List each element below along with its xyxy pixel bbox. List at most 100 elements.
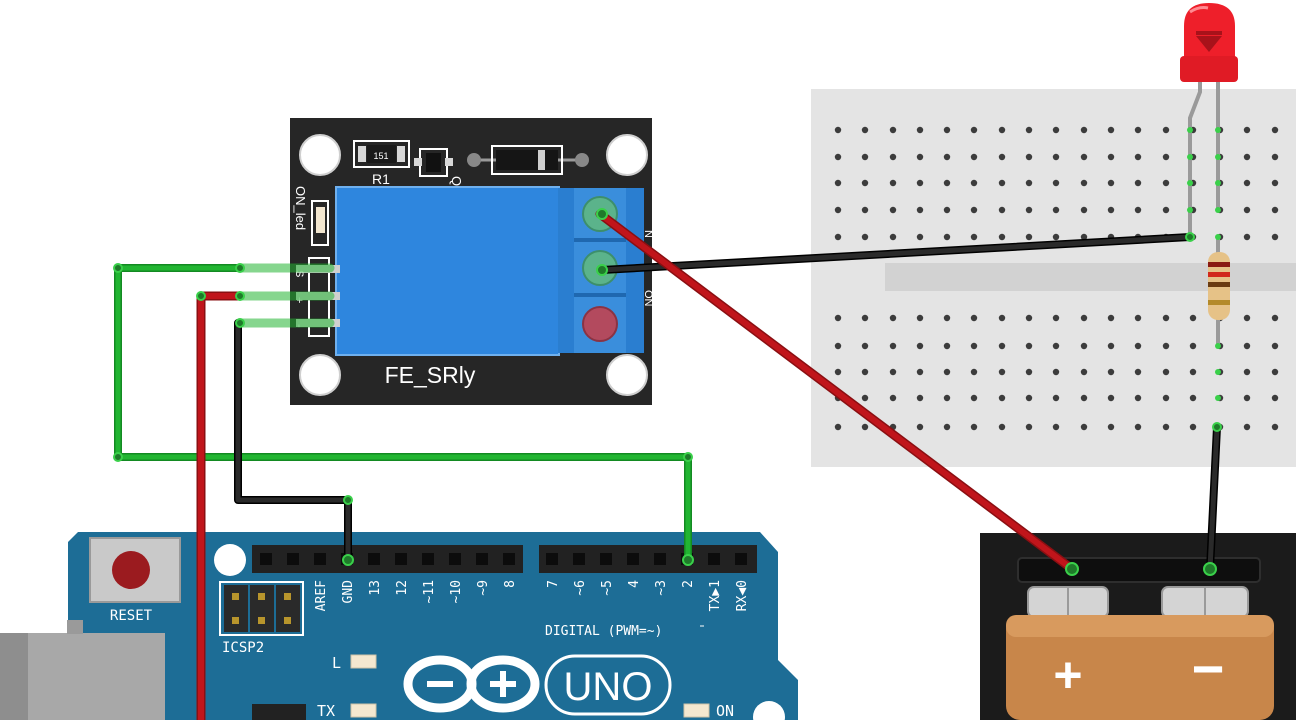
breadboard-hole: [943, 153, 951, 161]
header-socket[interactable]: [314, 553, 326, 565]
breadboard-hole: [1025, 314, 1033, 322]
breadboard-hole: [1189, 342, 1197, 350]
breadboard-hole: [1080, 233, 1088, 241]
breadboard-hole: [1052, 126, 1060, 134]
resistor-code: 151: [373, 151, 388, 161]
header-socket[interactable]: [476, 553, 488, 565]
breadboard-hole: [834, 314, 842, 322]
red-led: [1180, 3, 1238, 237]
breadboard-hole: [1107, 126, 1115, 134]
header-socket[interactable]: [546, 553, 558, 565]
header-pin-label: ~9: [476, 580, 491, 596]
battery-minus-sign: −: [1192, 637, 1225, 700]
breadboard-hole: [1080, 423, 1088, 431]
breadboard-hole: [970, 126, 978, 134]
breadboard-hole: [970, 314, 978, 322]
breadboard-hole: [998, 233, 1006, 241]
header-socket[interactable]: [395, 553, 407, 565]
breadboard-hole: [1162, 179, 1170, 187]
header-pin-label: AREF: [314, 580, 329, 611]
breadboard-hole: [998, 126, 1006, 134]
mount-hole: [214, 544, 246, 576]
led-tx: [350, 703, 377, 718]
relay-diode: [467, 145, 589, 175]
mount-hole: [753, 701, 785, 720]
breadboard-hole: [943, 314, 951, 322]
breadboard-hole: [1271, 206, 1279, 214]
battery-negative-wire: [1206, 423, 1221, 573]
breadboard-hole: [916, 368, 924, 376]
breadboard-hole: [970, 368, 978, 376]
reset-label: RESET: [110, 608, 153, 624]
header-socket[interactable]: [654, 553, 666, 565]
breadboard-hole: [1189, 423, 1197, 431]
led-l-label: L: [332, 654, 341, 672]
breadboard-hole: [943, 206, 951, 214]
breadboard-hole: [1052, 368, 1060, 376]
breadboard-hole: [1052, 394, 1060, 402]
breadboard-hole: [1052, 179, 1060, 187]
breadboard-hole: [1107, 394, 1115, 402]
header-socket[interactable]: [422, 553, 434, 565]
header-sockets: [260, 553, 747, 565]
breadboard-hole: [1107, 342, 1115, 350]
breadboard-hole: [1025, 153, 1033, 161]
header-socket[interactable]: [627, 553, 639, 565]
header-pin-label: 7: [546, 580, 561, 588]
breadboard-hole: [1162, 206, 1170, 214]
battery-contact-minus: [1161, 586, 1249, 618]
header-pin-label: 8: [503, 580, 518, 588]
breadboard-hole: [834, 368, 842, 376]
breadboard-hole: [970, 179, 978, 187]
breadboard-hole: [1080, 126, 1088, 134]
icsp-label: ICSP2: [222, 640, 264, 656]
digital-label: DIGITAL (PWM=~): [545, 624, 662, 639]
header-socket[interactable]: [708, 553, 720, 565]
breadboard-hole: [1243, 342, 1251, 350]
breadboard-hole: [1025, 126, 1033, 134]
header-socket[interactable]: [503, 553, 515, 565]
header-pin-label: ~11: [422, 580, 437, 603]
breadboard-hole: [1271, 153, 1279, 161]
breadboard-hole: [1189, 314, 1197, 322]
breadboard-hole: [943, 394, 951, 402]
breadboard-hole: [998, 423, 1006, 431]
header-socket[interactable]: [368, 553, 380, 565]
breadboard-hole: [1080, 206, 1088, 214]
breadboard-hole: [970, 206, 978, 214]
breadboard-hole: [1025, 233, 1033, 241]
led-on: [683, 703, 710, 718]
breadboard-hole: [1189, 368, 1197, 376]
breadboard-hole: [889, 153, 897, 161]
breadboard-hole: [834, 126, 842, 134]
breadboard-hole: [861, 394, 869, 402]
breadboard-hole: [861, 126, 869, 134]
breadboard-hole: [861, 233, 869, 241]
breadboard-hole: [889, 233, 897, 241]
breadboard-hole: [1243, 314, 1251, 322]
header-pin-label: ~5: [600, 580, 615, 596]
header-socket[interactable]: [735, 553, 747, 565]
header-socket[interactable]: [449, 553, 461, 565]
breadboard-hole: [916, 233, 924, 241]
breadboard-hole: [1025, 206, 1033, 214]
breadboard-hole: [834, 153, 842, 161]
breadboard-hole: [889, 179, 897, 187]
breadboard-hole: [1080, 368, 1088, 376]
breadboard-hole: [916, 126, 924, 134]
breadboard-hole: [1162, 153, 1170, 161]
breadboard-hole: [1162, 126, 1170, 134]
breadboard-hole: [1243, 153, 1251, 161]
header-socket[interactable]: [573, 553, 585, 565]
terminal-screw: [582, 306, 618, 342]
header-socket[interactable]: [287, 553, 299, 565]
header-socket[interactable]: [600, 553, 612, 565]
reset-button[interactable]: [89, 537, 181, 603]
wire-endpoints: [113, 208, 1222, 576]
header-pin-label: ~10: [449, 580, 464, 603]
header-socket[interactable]: [260, 553, 272, 565]
breadboard-hole: [970, 342, 978, 350]
breadboard-hole: [1271, 179, 1279, 187]
